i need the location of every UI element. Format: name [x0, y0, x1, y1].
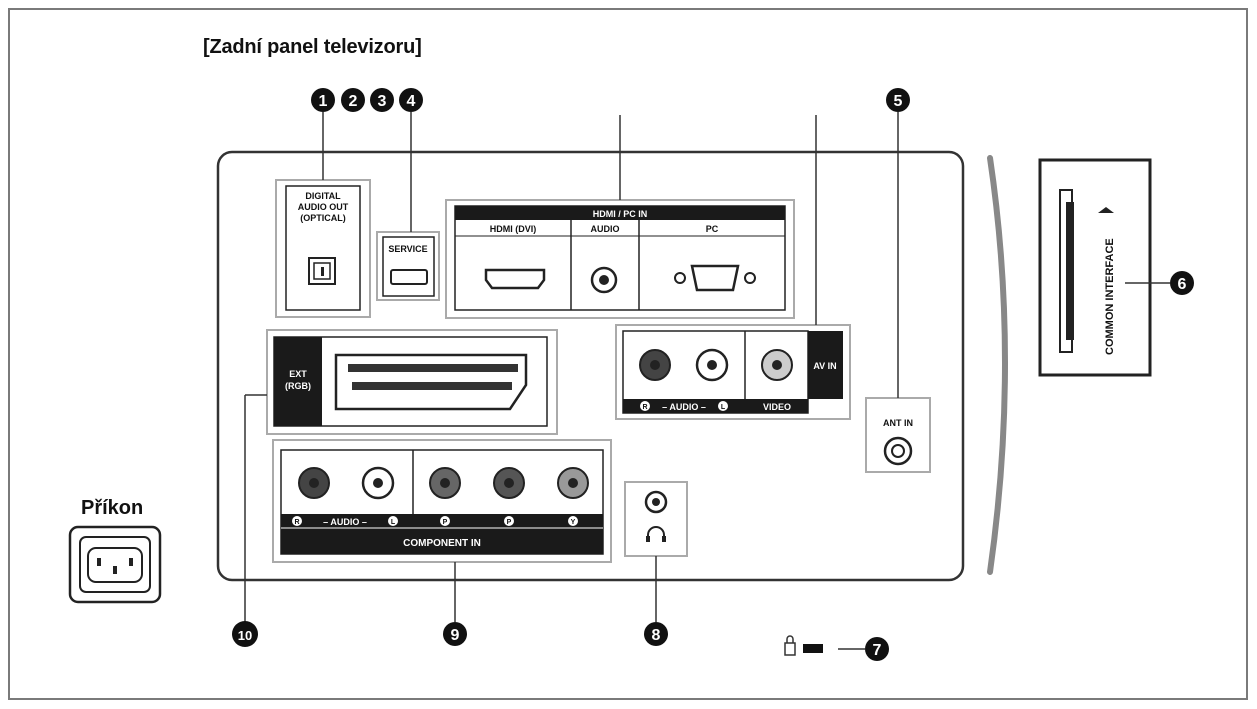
hdmi-pc-in-block [445, 199, 795, 319]
common-interface-slot [1038, 158, 1152, 377]
kensington-lock [784, 635, 823, 656]
ext-rgb-scart-port [266, 329, 558, 435]
rgb-label: (RGB) [285, 381, 311, 391]
service-label: SERVICE [388, 244, 427, 254]
av-in-label: AV IN [813, 361, 836, 371]
av-audio-l-badge: L [721, 404, 726, 411]
svg-text:9: 9 [451, 627, 460, 644]
power-socket [68, 525, 162, 604]
callout-2: 2 [341, 88, 365, 112]
svg-text:2: 2 [349, 93, 358, 110]
comp-audio-r-badge: R [294, 519, 299, 526]
callout-6: 6 [1170, 271, 1194, 295]
ext-label: EXT [289, 369, 307, 379]
callout-4: 4 [399, 88, 423, 112]
callout-7: 7 [865, 637, 889, 661]
tv-panel-outline [216, 150, 965, 582]
digital-audio-label-1: DIGITAL [305, 191, 341, 201]
digital-audio-out-port [275, 179, 371, 318]
leader-lines [244, 112, 1170, 650]
callout-9: 9 [443, 622, 467, 646]
component-in-label: COMPONENT IN [403, 538, 481, 549]
svg-text:1: 1 [319, 93, 328, 110]
tv-side-edge [987, 155, 1008, 575]
svg-text:7: 7 [873, 642, 882, 659]
digital-audio-label-3: (OPTICAL) [300, 213, 346, 223]
av-in-block [615, 324, 851, 420]
pc-label: PC [706, 224, 719, 234]
svg-text:8: 8 [652, 627, 661, 644]
svg-text:4: 4 [407, 93, 416, 110]
digital-audio-label-2: AUDIO OUT [298, 202, 349, 212]
av-audio-label: – AUDIO – [662, 402, 706, 412]
svg-text:10: 10 [238, 628, 252, 643]
page-title: [Zadní panel televizoru] [203, 36, 422, 58]
callout-3: 3 [370, 88, 394, 112]
y-badge: Y [571, 519, 576, 526]
video-label: VIDEO [763, 402, 791, 412]
hdmi-audio-label: AUDIO [591, 224, 620, 234]
pb-badge: P [507, 519, 512, 526]
callout-8: 8 [644, 622, 668, 646]
hdmi-pc-in-label: HDMI / PC IN [593, 209, 648, 219]
callout-10: 10 [232, 621, 258, 647]
svg-text:6: 6 [1178, 276, 1187, 293]
av-audio-r-badge: R [642, 404, 647, 411]
component-audio-label: – AUDIO – [323, 517, 367, 527]
comp-audio-l-badge: L [391, 519, 396, 526]
pr-badge: P [443, 519, 448, 526]
callout-5: 5 [886, 88, 910, 112]
svg-text:5: 5 [894, 93, 903, 110]
callout-1: 1 [311, 88, 335, 112]
hdmi-dvi-label: HDMI (DVI) [490, 224, 537, 234]
ant-in-label: ANT IN [883, 418, 913, 428]
common-interface-label: COMMON INTERFACE [1104, 238, 1116, 355]
headphone-port [624, 481, 688, 557]
service-port [376, 231, 440, 301]
svg-text:3: 3 [378, 93, 387, 110]
ant-in-port [865, 397, 931, 473]
power-label: Příkon [81, 497, 144, 519]
component-in-block [272, 439, 612, 563]
